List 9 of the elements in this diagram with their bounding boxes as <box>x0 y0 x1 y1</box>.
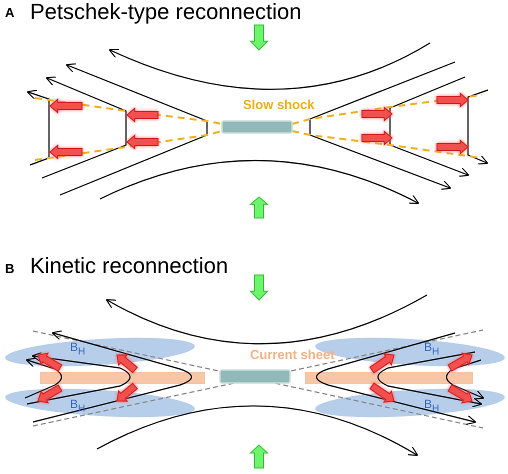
field-label: B$_{H}$ <box>424 341 440 358</box>
panel-title: Kinetic reconnection <box>30 255 228 277</box>
shock-label: Slow shock <box>243 98 315 111</box>
current-sheet-label: Current sheet <box>250 348 335 361</box>
panel-label: A <box>5 6 14 19</box>
field-label: B$_{H}$ <box>424 398 440 414</box>
panel-label: B <box>5 262 14 275</box>
field-label: B$_{H}$ <box>70 341 86 358</box>
panel-title: Petschek-type reconnection <box>30 1 302 23</box>
